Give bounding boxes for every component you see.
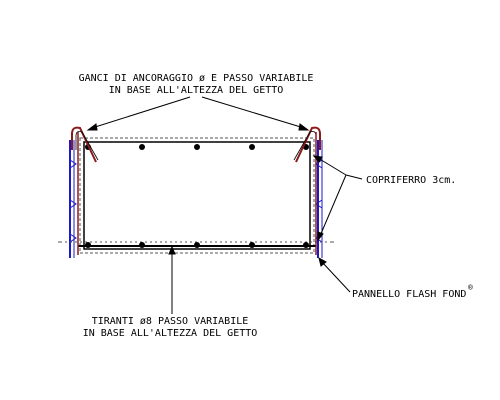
pannello-label: PANNELLO FLASH FOND: [352, 289, 466, 300]
copriferro-label: COPRIFERRO 3cm.: [366, 175, 456, 186]
stirrup-outer: [79, 137, 315, 254]
tiranti-label-line1: TIRANTI ø8 PASSO VARIABILE: [92, 316, 249, 327]
tiranti-leader: [168, 245, 176, 314]
ganci-leader: [86, 96, 310, 131]
copriferro-leader: [312, 155, 363, 242]
pannello-registered-mark: ®: [468, 283, 473, 292]
panel-clips-left: [69, 159, 77, 243]
ganci-label-line2: IN BASE ALL'ALTEZZA DEL GETTO: [109, 85, 284, 96]
ganci-label-line1: GANCI DI ANCORAGGIO ø E PASSO VARIABILE: [79, 73, 314, 84]
stirrup-inner: [83, 141, 311, 250]
tiranti-label-line2: IN BASE ALL'ALTEZZA DEL GETTO: [83, 328, 258, 339]
bottom-rebars: [85, 242, 309, 248]
pannello-leader: [318, 256, 351, 293]
anchor-hook-left: [71, 126, 99, 163]
flash-fond-panel-left: [69, 140, 75, 258]
top-rebars: [85, 144, 309, 150]
